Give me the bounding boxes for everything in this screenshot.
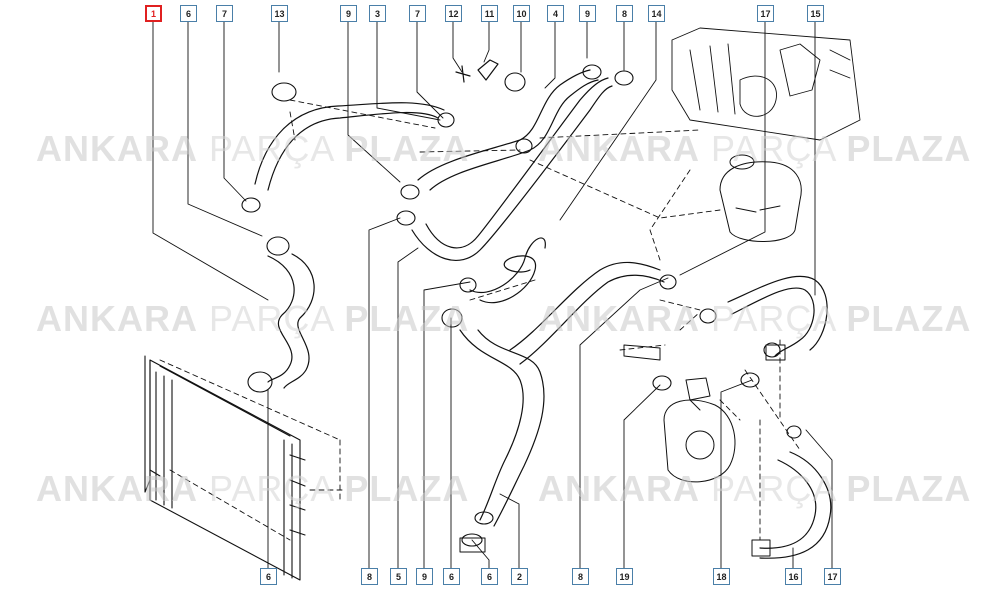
callout-part-15: 15 — [807, 5, 824, 22]
callout-part-19: 19 — [616, 568, 633, 585]
hose-14 — [469, 237, 546, 304]
pump-housing — [663, 377, 736, 483]
assembly-dashed-lines — [159, 99, 801, 541]
callout-part-6: 6 — [481, 568, 498, 585]
connectors — [459, 344, 786, 557]
hose-16 — [759, 451, 832, 559]
hose-15 — [727, 275, 828, 357]
engine-block — [671, 27, 861, 141]
callout-part-8: 8 — [572, 568, 589, 585]
callout-part-9: 9 — [579, 5, 596, 22]
callout-part-18: 18 — [713, 568, 730, 585]
callout-part-10: 10 — [513, 5, 530, 22]
callout-part-13: 13 — [271, 5, 288, 22]
radiator — [144, 355, 306, 581]
callout-part-17: 17 — [824, 568, 841, 585]
bracket-parts — [455, 59, 499, 83]
clamps — [241, 64, 802, 547]
callout-part-11: 11 — [481, 5, 498, 22]
hose-1 — [267, 253, 315, 389]
callout-part-12: 12 — [445, 5, 462, 22]
callout-part-14: 14 — [648, 5, 665, 22]
callout-part-2: 2 — [511, 568, 528, 585]
hose-2 — [459, 261, 665, 527]
hose-4 — [417, 69, 599, 191]
callout-part-3: 3 — [369, 5, 386, 22]
callout-part-16: 16 — [785, 568, 802, 585]
callout-part-8: 8 — [361, 568, 378, 585]
callout-part-7: 7 — [409, 5, 426, 22]
callout-part-5: 5 — [390, 568, 407, 585]
callout-part-7: 7 — [216, 5, 233, 22]
callout-part-8: 8 — [616, 5, 633, 22]
callout-part-17: 17 — [757, 5, 774, 22]
callout-part-4: 4 — [547, 5, 564, 22]
hose-3 — [254, 102, 445, 191]
leader-lines — [152, 21, 833, 569]
callout-part-6: 6 — [260, 568, 277, 585]
hose-5 — [411, 77, 613, 261]
callout-part-9: 9 — [416, 568, 433, 585]
callout-part-6: 6 — [180, 5, 197, 22]
expansion-tank — [719, 154, 802, 242]
callout-part-1: 1 — [145, 5, 162, 22]
callout-part-6: 6 — [443, 568, 460, 585]
callout-part-9: 9 — [340, 5, 357, 22]
